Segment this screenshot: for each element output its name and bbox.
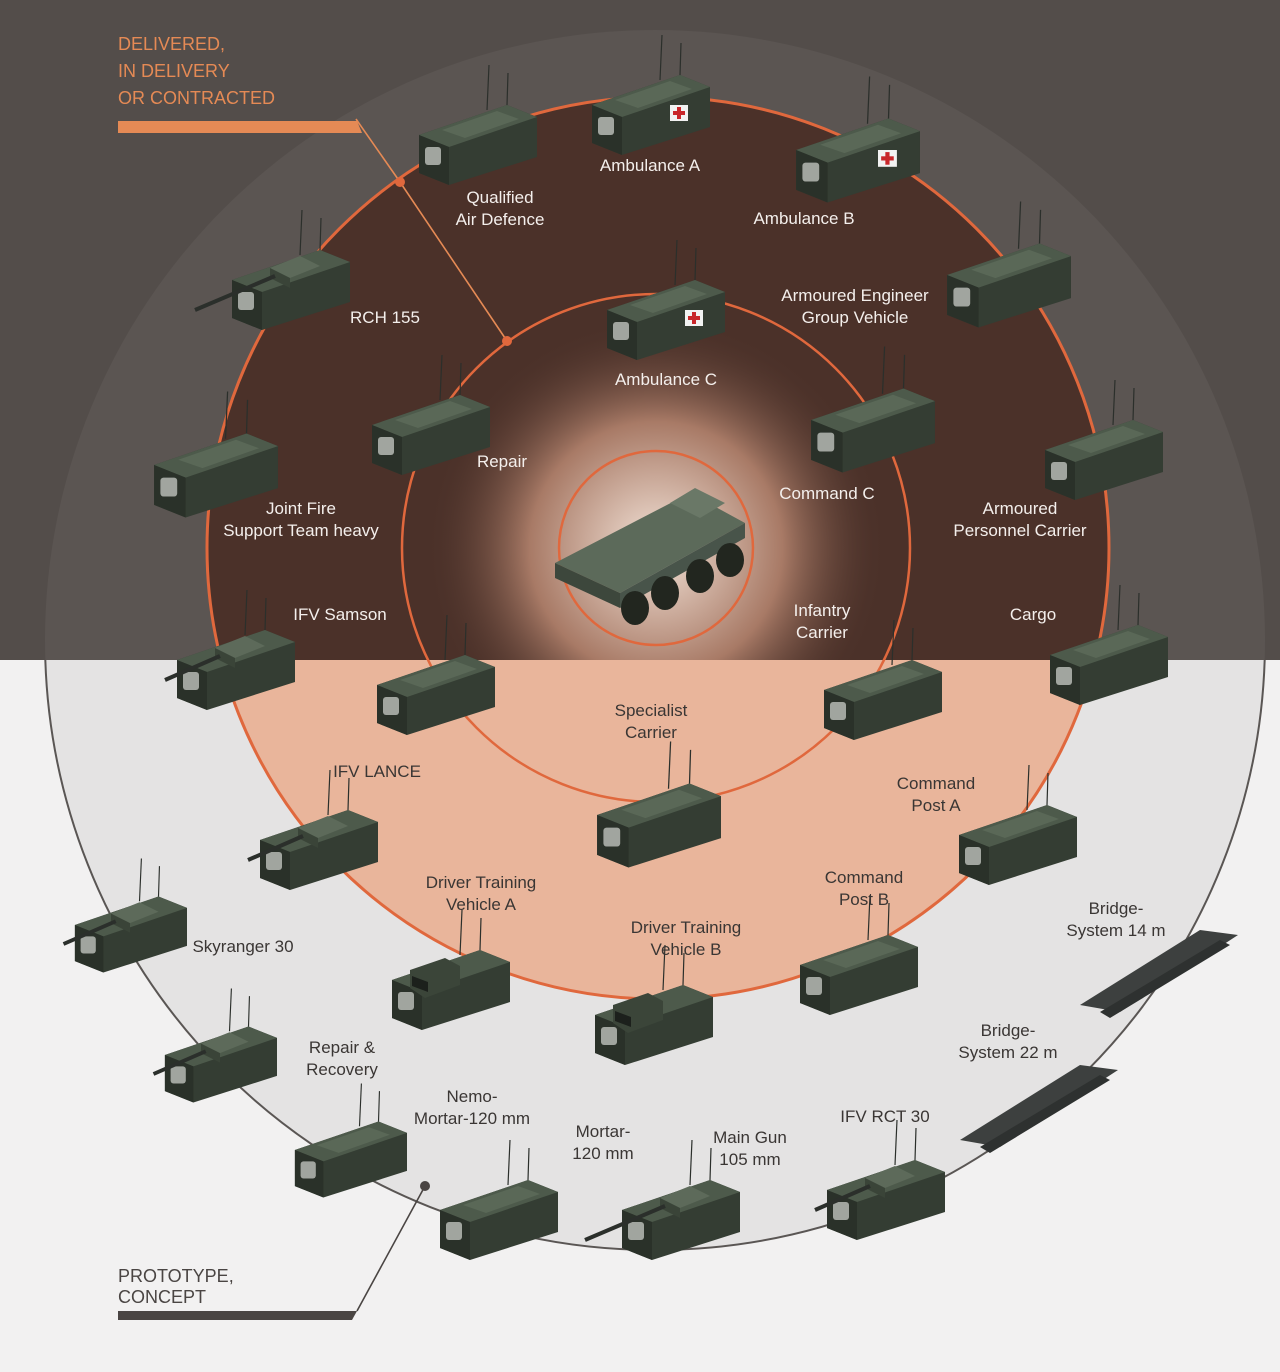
inner-ring <box>557 449 755 647</box>
label-joint-fire-support-team-heavy-line-1: Joint Fire <box>266 499 336 518</box>
label-armoured-personnel-carrier-line-2: Personnel Carrier <box>953 521 1087 540</box>
label-command-post-b-line-2: Post B <box>839 890 889 909</box>
legend-prototype-bar <box>118 1311 357 1320</box>
vehicle-nemo-mortar-120mm-icon <box>294 1083 407 1198</box>
label-main-gun-105mm-line-1: Main Gun <box>713 1128 787 1147</box>
label-command-post-a-line-1: Command <box>897 774 975 793</box>
label-driver-training-vehicle-a-line-1: Driver Training <box>426 873 537 892</box>
vehicle-ambulance-b-icon <box>796 76 920 203</box>
vehicle-bridge-system-14m-icon <box>1080 930 1238 1018</box>
legend-delivered-line-3: OR CONTRACTED <box>118 88 275 108</box>
center-vehicle-drive-module-icon <box>555 488 745 625</box>
label-armoured-engineer-group-vehicle-line-2: Group Vehicle <box>802 308 909 327</box>
label-nemo-mortar-120mm-line-1: Nemo- <box>446 1087 497 1106</box>
vehicle-armoured-engineer-group-vehicle-icon <box>947 201 1071 328</box>
label-qualified-air-defence-line-1: Qualified <box>466 188 533 207</box>
vehicle-command-post-a-icon <box>959 764 1077 885</box>
label-bridge-system-14m-line-1: Bridge- <box>1089 899 1144 918</box>
legend-delivered: DELIVERED, IN DELIVERY OR CONTRACTED <box>118 34 512 346</box>
center-glow <box>426 318 886 660</box>
leader-dot-middle <box>502 336 512 346</box>
vehicle-command-c-icon <box>811 346 935 473</box>
label-repair-recovery-line-2: Recovery <box>306 1060 378 1079</box>
vehicle-ifv-samson-icon <box>164 589 295 710</box>
vehicle-mortar-120mm-icon <box>440 1139 558 1260</box>
label-rch-155-line-1: RCH 155 <box>350 308 420 327</box>
vehicle-ifv-rct-30-icon <box>814 1119 945 1240</box>
label-armoured-personnel-carrier-line-1: Armoured <box>983 499 1058 518</box>
legend-delivered-bar <box>118 121 362 133</box>
label-bridge-system-22m-line-2: System 22 m <box>958 1043 1057 1062</box>
label-infantry-carrier-line-2: Carrier <box>796 623 848 642</box>
label-ambulance-a-line-1: Ambulance A <box>600 156 701 175</box>
label-bridge-system-14m-line-2: System 14 m <box>1066 921 1165 940</box>
vehicle-driver-training-vehicle-b-icon <box>595 944 713 1065</box>
legend-delivered-line-1: DELIVERED, <box>118 34 225 54</box>
vehicles <box>62 34 1238 1260</box>
label-specialist-carrier-line-1: Specialist <box>615 701 688 720</box>
vehicle-ambulance-c-icon <box>607 239 725 360</box>
label-armoured-engineer-group-vehicle-line-1: Armoured Engineer <box>781 286 929 305</box>
vehicle-ambulance-a-icon <box>592 34 710 155</box>
label-nemo-mortar-120mm-line-2: Mortar-120 mm <box>414 1109 530 1128</box>
vehicle-skyranger-30-icon <box>62 858 187 973</box>
label-ifv-samson-line-1: IFV Samson <box>293 605 387 624</box>
label-cargo-line-1: Cargo <box>1010 605 1056 624</box>
wheel-icon <box>621 591 649 625</box>
label-ifv-rct-30-line-1: IFV RCT 30 <box>840 1107 929 1126</box>
wheel-icon <box>716 543 744 577</box>
vehicle-repair-recovery-icon <box>152 988 277 1103</box>
label-bridge-system-22m-line-1: Bridge- <box>981 1021 1036 1040</box>
label-qualified-air-defence-line-2: Air Defence <box>456 210 545 229</box>
label-specialist-carrier-line-2: Carrier <box>625 723 677 742</box>
label-driver-training-vehicle-b-line-1: Driver Training <box>631 918 742 937</box>
label-mortar-120mm-line-2: 120 mm <box>572 1144 633 1163</box>
label-joint-fire-support-team-heavy-line-2: Support Team heavy <box>223 521 379 540</box>
label-main-gun-105mm-line-2: 105 mm <box>719 1150 780 1169</box>
label-ambulance-b-line-1: Ambulance B <box>753 209 854 228</box>
label-ambulance-c-line-1: Ambulance C <box>615 370 717 389</box>
vehicle-specialist-carrier-top-icon <box>377 614 495 735</box>
vehicle-joint-fire-support-team-heavy-icon <box>154 391 278 518</box>
legend-prototype-line-1: PROTOTYPE, <box>118 1266 234 1286</box>
label-ifv-lance-line-1: IFV LANCE <box>333 762 421 781</box>
legend-prototype: PROTOTYPE, CONCEPT <box>118 1181 430 1320</box>
legend-delivered-line-2: IN DELIVERY <box>118 61 230 81</box>
label-driver-training-vehicle-b-line-2: Vehicle B <box>651 940 722 959</box>
vehicle-specialist-carrier-icon <box>597 741 721 868</box>
vehicle-armoured-personnel-carrier-icon <box>1045 379 1163 500</box>
vehicle-driver-training-vehicle-a-icon <box>392 909 510 1030</box>
vehicle-bridge-system-22m-icon <box>960 1065 1118 1153</box>
legend-prototype-line-2: CONCEPT <box>118 1287 206 1307</box>
leader-dot-prototype <box>420 1181 430 1191</box>
vehicle-cargo-icon <box>1050 584 1168 705</box>
label-mortar-120mm-line-1: Mortar- <box>576 1122 631 1141</box>
label-command-post-b-line-1: Command <box>825 868 903 887</box>
label-repair-line-1: Repair <box>477 452 527 471</box>
label-command-post-a-line-2: Post A <box>911 796 961 815</box>
label-infantry-carrier-line-1: Infantry <box>794 601 851 620</box>
vehicle-ifv-lance-icon <box>247 769 378 890</box>
vehicle-qualified-air-defence-icon <box>419 64 537 185</box>
wheel-icon <box>686 559 714 593</box>
vehicle-rch-155-icon <box>194 209 350 330</box>
vehicle-command-post-b-icon <box>800 894 918 1015</box>
legend-prototype-leader <box>356 1185 426 1312</box>
wheel-icon <box>651 576 679 610</box>
leader-dot-outer <box>395 177 405 187</box>
vehicle-repair-icon <box>372 354 490 475</box>
vehicle-main-gun-105mm-icon <box>584 1139 740 1260</box>
label-command-c-line-1: Command C <box>779 484 874 503</box>
label-repair-recovery-line-1: Repair & <box>309 1038 376 1057</box>
label-driver-training-vehicle-a-line-2: Vehicle A <box>446 895 517 914</box>
label-skyranger-30-line-1: Skyranger 30 <box>192 937 293 956</box>
vehicle-infantry-carrier-icon <box>824 619 942 740</box>
